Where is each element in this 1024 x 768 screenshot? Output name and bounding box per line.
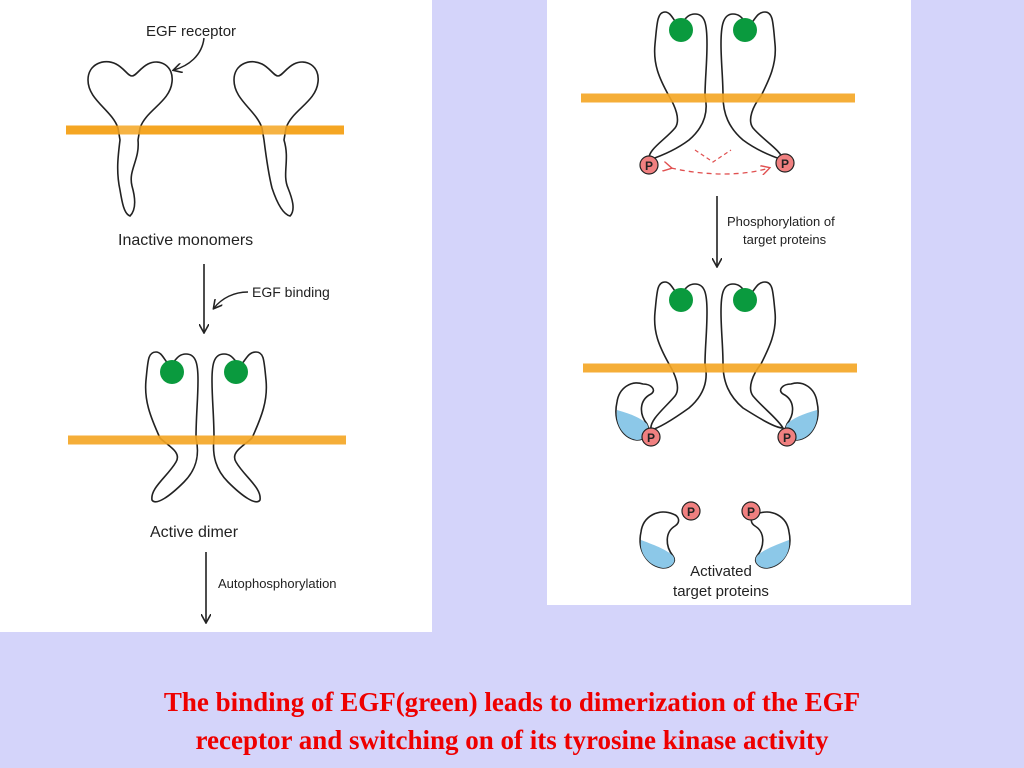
receptor-monomer-left (87, 60, 173, 217)
receptor-pointer-arrow (174, 37, 205, 70)
phosphorylation-label-line2: target proteins (743, 232, 827, 247)
binding-pointer-arrow (214, 291, 249, 308)
svg-text:P: P (647, 431, 655, 445)
left-diagram-panel: EGF receptor Inactive monomers EGF bindi… (0, 0, 432, 632)
activated-protein-right: P (741, 501, 791, 569)
svg-text:P: P (747, 505, 755, 519)
active-dimer-label: Active dimer (150, 524, 239, 541)
egf-ligand-right (224, 360, 248, 384)
dimer-receptor-right (211, 351, 268, 503)
svg-text:P: P (783, 431, 791, 445)
activated-label-line2: target proteins (673, 583, 769, 600)
phosphate-group-left: P (639, 155, 659, 175)
dimer-receptor-left (650, 281, 708, 431)
receptor-monomer-right (233, 60, 319, 217)
egf-ligand-left (669, 18, 693, 42)
egf-ligand-right (733, 18, 757, 42)
left-diagram: EGF receptor Inactive monomers EGF bindi… (66, 23, 346, 632)
caption-line-2: receptor and switching on of its tyrosin… (195, 725, 829, 755)
autophosphorylation-label: Autophosphorylation (218, 576, 337, 591)
inactive-monomers-label: Inactive monomers (118, 232, 253, 249)
svg-text:P: P (781, 157, 789, 171)
egf-receptor-label: EGF receptor (146, 23, 236, 40)
activated-protein-left: P (639, 501, 701, 569)
target-protein-right: P (777, 382, 819, 447)
activated-label-line1: Activated (690, 563, 752, 580)
svg-text:P: P (645, 159, 653, 173)
svg-text:P: P (687, 505, 695, 519)
dimer-receptor-left (648, 11, 708, 162)
dimer-receptor-right (720, 11, 785, 162)
caption-line-1: The binding of EGF(green) leads to dimer… (163, 687, 861, 717)
transphosphorylation-arrow (671, 168, 769, 174)
dimer-receptor-left (144, 351, 199, 503)
phosphate-group-right: P (775, 153, 795, 173)
dimer-receptor-right (720, 281, 785, 429)
right-diagram-panel: P P Phosphorylation of target proteins P… (547, 0, 911, 605)
phosphorylation-label-line1: Phosphorylation of (727, 214, 835, 229)
transphosphorylation-arrow (694, 149, 732, 163)
egf-ligand-left (669, 288, 693, 312)
egf-ligand-right (733, 288, 757, 312)
egf-ligand-left (160, 360, 184, 384)
right-diagram: P P Phosphorylation of target proteins P… (581, 11, 857, 600)
target-protein-left: P (615, 382, 661, 447)
egf-binding-label: EGF binding (252, 284, 330, 300)
slide-caption: The binding of EGF(green) leads to dimer… (0, 683, 1024, 759)
